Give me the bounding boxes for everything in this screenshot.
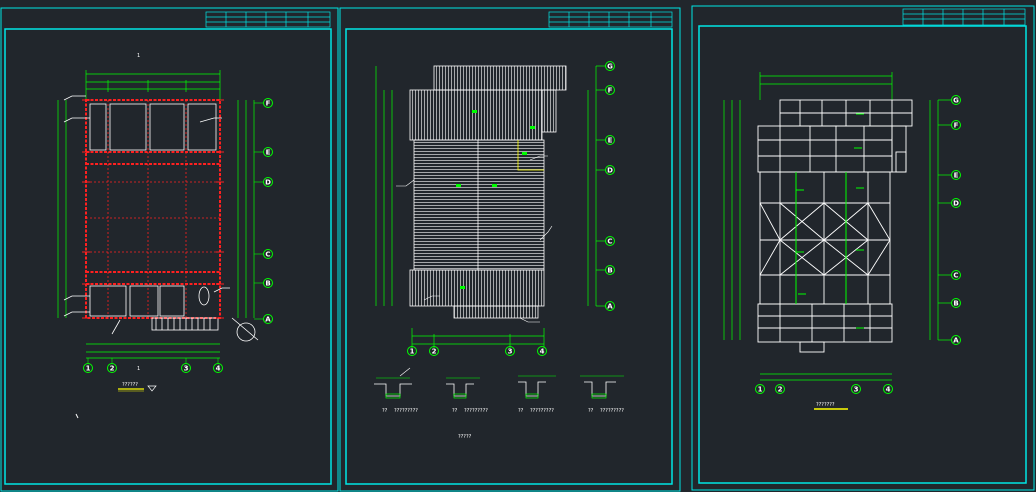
sheet-1-row-axis-F: F [263,98,273,108]
sheet-3-row-axis-C: C [951,270,961,280]
sheet-2-roof-plan: G F E D C B A 1 2 3 4 ?? ????????? ?? ??… [374,61,624,440]
sheet-1-row-axis-A: A [263,314,273,324]
sheet-1-col-axis-4: 4 [213,363,223,373]
svg-text:E: E [954,172,959,180]
svg-text:3: 3 [854,386,859,394]
svg-text:1: 1 [86,365,91,373]
sheet-3-row-axis-E: E [951,170,961,180]
sheet-2-row-axis-E: E [605,135,615,145]
svg-text:E: E [608,137,613,145]
svg-text:B: B [265,280,270,288]
sheet-2-frame [339,7,681,492]
sheet-3-title: ??????? [816,402,835,408]
svg-text:F: F [266,100,271,108]
svg-text:F: F [608,87,613,95]
svg-text:B: B [607,267,612,275]
svg-text:F: F [954,122,959,130]
svg-text:G: G [953,97,959,105]
sheet-3-title-block [902,8,1026,26]
svg-text:4: 4 [886,386,891,394]
sheet-1-title-block [205,11,331,28]
svg-text:B: B [953,300,958,308]
sheet-2-row-axis-D: D [605,165,615,175]
sheet-2-col-axis-3: 3 [505,346,515,356]
sheet-2-row-axis-C: C [605,236,615,246]
sheet-3-row-axis-D: D [951,198,961,208]
sheet-1-title: ?????? [122,382,138,388]
svg-text:3: 3 [184,365,189,373]
svg-text:4: 4 [216,365,221,373]
sheet-2-col-axis-2: 2 [429,346,439,356]
svg-text:??: ?? [452,408,458,414]
sheet-1-row-axis-C: C [263,249,273,259]
svg-text:A: A [607,303,613,311]
sheet-2-row-axis-A: A [605,301,615,311]
svg-text:C: C [953,272,958,280]
svg-text:4: 4 [540,348,545,356]
sheet-3-row-axis-A: A [951,335,961,345]
sheet-1-col-axis-2: 2 [107,363,117,373]
svg-text:1: 1 [758,386,763,394]
sheet-3-row-axis-G: G [951,95,961,105]
sheet-1-row-axis-E: E [263,147,273,157]
svg-text:D: D [953,200,959,208]
sheet-3-row-axis-F: F [951,120,961,130]
sheet-3-frame [691,5,1035,491]
sheet-2-detail-4: ?? ????????? [580,375,624,414]
svg-text:2: 2 [432,348,437,356]
svg-text:?????????: ????????? [600,408,624,414]
sheet-1-col-axis-3: 3 [181,363,191,373]
svg-text:??: ?? [382,408,388,414]
svg-text:??: ?? [518,408,524,414]
sheet-2-col-axis-1: 1 [407,346,417,356]
sheet-1-col-axis-1: 1 [83,363,93,373]
sheet-3-col-axis-2: 2 [775,384,785,394]
svg-text:2: 2 [110,365,115,373]
sheet-3-framing-plan: G F E D C B A 1 2 3 4 ??????? [723,72,961,410]
svg-text:??: ?? [588,408,594,414]
svg-text:D: D [265,179,271,187]
svg-text:G: G [607,63,613,71]
svg-text:1: 1 [410,348,415,356]
sheet-2-row-axis-F: F [605,85,615,95]
sheet-2-title-block [548,11,673,28]
sheet-1-frame [0,7,339,492]
sheet-2-detail-1: ?? ????????? [374,367,418,414]
svg-text:C: C [265,251,270,259]
sheet-1-row-axis-D: D [263,177,273,187]
svg-text:?????????: ????????? [464,408,488,414]
sheet-1-top-mark: 1 [137,53,140,59]
svg-text:?????????: ????????? [530,408,554,414]
sheet-1-bottom-mark: 1 [137,366,140,372]
sheet-1-floor-plan: F E D C B A 1 2 3 4 1 1 ?????? [57,53,273,419]
sheet-3-col-axis-1: 1 [755,384,765,394]
sheet-2-row-axis-B: B [605,265,615,275]
svg-text:?????????: ????????? [394,408,418,414]
sheet-3-row-axis-B: B [951,298,961,308]
svg-text:A: A [953,337,959,345]
svg-text:C: C [607,238,612,246]
sheet-2-row-axis-G: G [605,61,615,71]
sheet-2-detail-2: ?? ????????? [446,377,488,414]
svg-text:3: 3 [508,348,513,356]
sheet-3-col-axis-3: 3 [851,384,861,394]
svg-text:E: E [266,149,271,157]
sheet-2-title: ????? [458,434,472,440]
svg-text:D: D [607,167,613,175]
sheet-3-col-axis-4: 4 [883,384,893,394]
sheet-2-detail-3: ?? ????????? [518,375,556,414]
svg-text:2: 2 [778,386,783,394]
sheet-1-row-axis-B: B [263,278,273,288]
sheet-2-col-axis-4: 4 [537,346,547,356]
svg-text:A: A [265,316,271,324]
